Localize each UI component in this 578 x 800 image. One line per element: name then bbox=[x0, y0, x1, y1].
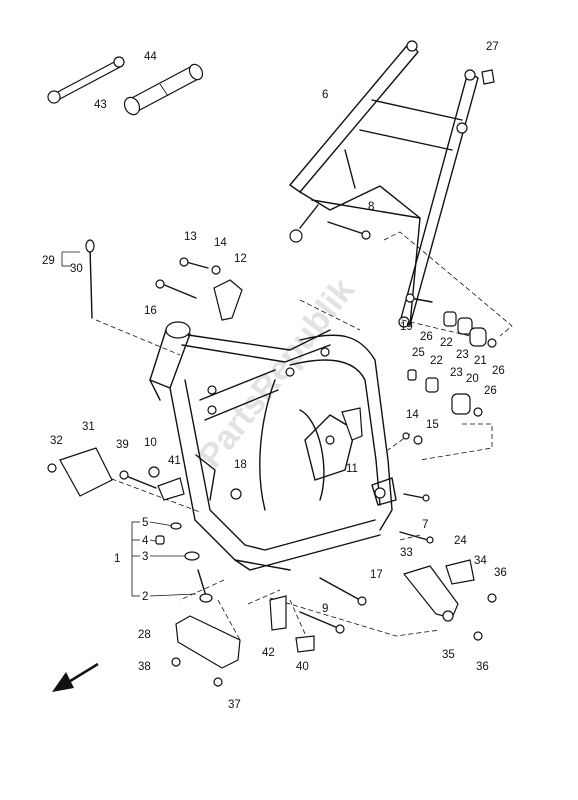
label-22a: 22 bbox=[440, 337, 453, 349]
label-30: 30 bbox=[70, 263, 83, 275]
label-39: 39 bbox=[116, 439, 129, 451]
label-44: 44 bbox=[144, 51, 157, 63]
label-14b: 14 bbox=[406, 409, 419, 421]
label-3: 3 bbox=[142, 551, 148, 563]
label-27: 27 bbox=[486, 41, 499, 53]
label-38: 38 bbox=[138, 661, 151, 673]
label-36a: 36 bbox=[494, 567, 507, 579]
label-8: 8 bbox=[368, 201, 374, 213]
label-19: 19 bbox=[400, 321, 413, 333]
label-25: 25 bbox=[412, 347, 425, 359]
label-28: 28 bbox=[138, 629, 151, 641]
label-16: 16 bbox=[144, 305, 157, 317]
label-20: 20 bbox=[466, 373, 479, 385]
part-number-labels: 1 2 3 4 5 6 7 8 9 10 11 12 13 14 14 15 1… bbox=[42, 41, 507, 711]
label-26c: 26 bbox=[484, 385, 497, 397]
label-7: 7 bbox=[422, 519, 428, 531]
label-41: 41 bbox=[168, 455, 181, 467]
label-24: 24 bbox=[454, 535, 467, 547]
rear-subframe bbox=[289, 40, 479, 328]
label-22b: 22 bbox=[430, 355, 443, 367]
label-32: 32 bbox=[50, 435, 63, 447]
label-26a: 26 bbox=[420, 331, 433, 343]
label-31: 31 bbox=[82, 421, 95, 433]
tool-wrench bbox=[47, 56, 125, 104]
label-15: 15 bbox=[426, 419, 439, 431]
tool-socket bbox=[123, 63, 204, 116]
label-23a: 23 bbox=[456, 349, 469, 361]
label-34: 34 bbox=[474, 555, 487, 567]
label-42: 42 bbox=[262, 647, 275, 659]
front-direction-arrow-icon bbox=[52, 662, 99, 692]
label-17: 17 bbox=[370, 569, 383, 581]
label-5: 5 bbox=[142, 517, 148, 529]
label-9: 9 bbox=[322, 603, 328, 615]
label-21: 21 bbox=[474, 355, 487, 367]
label-12: 12 bbox=[234, 253, 247, 265]
label-18: 18 bbox=[234, 459, 247, 471]
label-11: 11 bbox=[346, 463, 358, 475]
label-13: 13 bbox=[184, 231, 197, 243]
label-35: 35 bbox=[442, 649, 455, 661]
leader-lines bbox=[61, 231, 513, 646]
label-2: 2 bbox=[142, 591, 148, 603]
label-43: 43 bbox=[94, 99, 107, 111]
label-6: 6 bbox=[322, 89, 328, 101]
label-14a: 14 bbox=[214, 237, 227, 249]
label-1: 1 bbox=[114, 553, 120, 565]
label-40: 40 bbox=[296, 661, 309, 673]
label-4: 4 bbox=[142, 535, 149, 547]
label-26b: 26 bbox=[492, 365, 505, 377]
small-parts bbox=[47, 69, 497, 687]
label-10: 10 bbox=[144, 437, 157, 449]
label-33: 33 bbox=[400, 547, 413, 559]
main-frame bbox=[149, 321, 397, 571]
label-36b: 36 bbox=[476, 661, 489, 673]
label-29: 29 bbox=[42, 255, 55, 267]
label-37: 37 bbox=[228, 699, 241, 711]
label-23b: 23 bbox=[450, 367, 463, 379]
